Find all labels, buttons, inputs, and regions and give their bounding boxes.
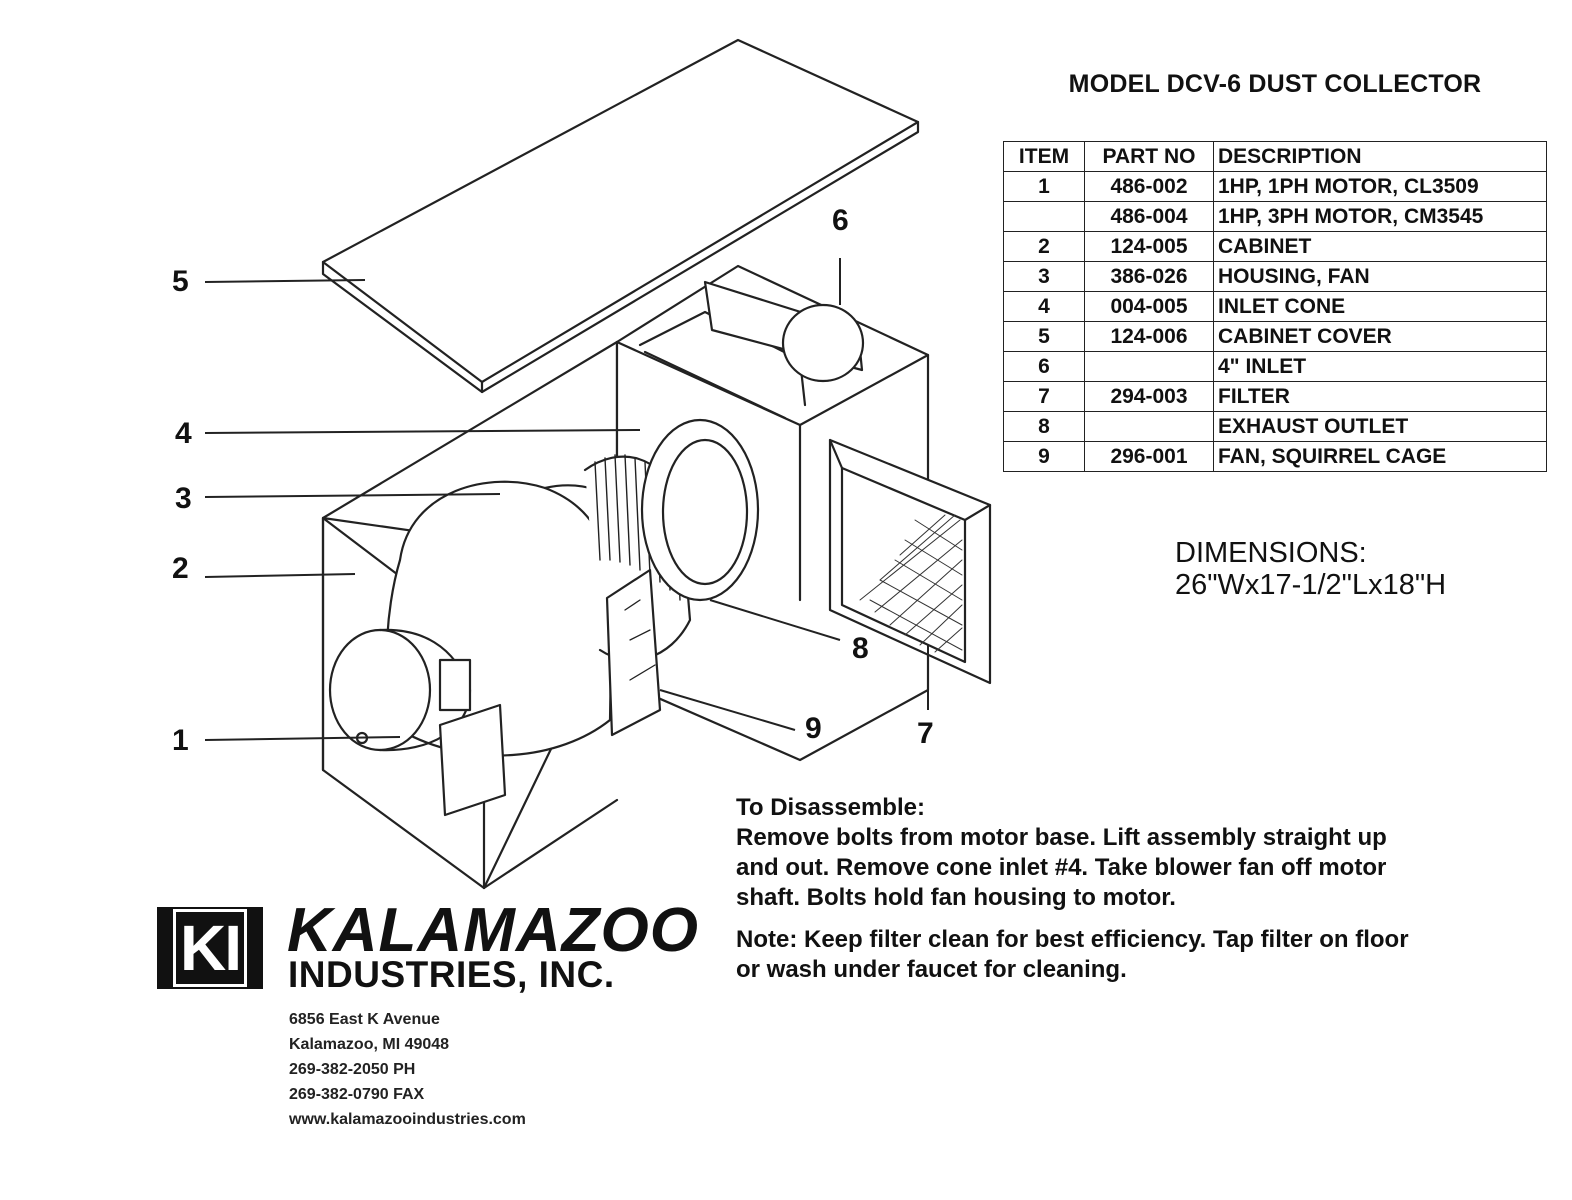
dimensions-value: 26"Wx17-1/2"Lx18"H	[1175, 569, 1447, 601]
phone-line: 269-382-2050 PH	[289, 1061, 416, 1078]
cell-description: EXHAUST OUTLET	[1213, 411, 1547, 442]
note-line: or wash under faucet for cleaning.	[736, 956, 1127, 983]
instructions-line: and out. Remove cone inlet #4. Take blow…	[736, 854, 1387, 881]
cell-description: HOUSING, FAN	[1213, 261, 1547, 292]
company-logo: KI	[157, 907, 263, 989]
callout-9: 9	[805, 712, 822, 745]
cell-description: 4" INLET	[1213, 351, 1547, 382]
company-subname: INDUSTRIES, INC.	[288, 954, 615, 995]
callout-5: 5	[172, 265, 189, 298]
instructions-line: shaft. Bolts hold fan housing to motor.	[736, 884, 1176, 911]
dimensions-block: DIMENSIONS: 26"Wx17-1/2"Lx18"H	[1175, 537, 1446, 601]
cell-description: 1HP, 1PH MOTOR, CL3509	[1213, 171, 1547, 202]
address-line: 6856 East K Avenue	[289, 1011, 440, 1028]
diagram-title: MODEL DCV-6 DUST COLLECTOR	[1068, 70, 1482, 98]
cell-item: 1	[1003, 171, 1085, 202]
parts-table-header-row: ITEM PART NO DESCRIPTION	[1003, 141, 1547, 172]
inlet-cone-part	[640, 418, 760, 602]
cell-item: 7	[1003, 381, 1085, 412]
table-row: 8 EXHAUST OUTLET	[1003, 411, 1547, 442]
cell-part-no	[1084, 351, 1214, 382]
cell-item: 8	[1003, 411, 1085, 442]
callout-1: 1	[172, 724, 189, 757]
inlet-part	[703, 280, 865, 383]
address-line: Kalamazoo, MI 49048	[289, 1036, 450, 1053]
company-address: 6856 East K Avenue Kalamazoo, MI 49048 2…	[289, 1007, 526, 1132]
cell-item	[1003, 201, 1085, 232]
cell-item: 6	[1003, 351, 1085, 382]
cell-item: 3	[1003, 261, 1085, 292]
cell-part-no	[1084, 411, 1214, 442]
cell-part-no: 296-001	[1084, 441, 1214, 472]
cell-part-no: 124-005	[1084, 231, 1214, 262]
callout-4: 4	[175, 417, 192, 450]
cell-part-no: 386-026	[1084, 261, 1214, 292]
logo-letters: KI	[173, 909, 247, 987]
cell-description: FAN, SQUIRREL CAGE	[1213, 441, 1547, 472]
callout-3: 3	[175, 482, 192, 515]
cell-part-no: 294-003	[1084, 381, 1214, 412]
cell-part-no: 124-006	[1084, 321, 1214, 352]
cell-item: 4	[1003, 291, 1085, 322]
company-name: KALAMAZOO	[287, 896, 699, 965]
exhaust-outlet-part	[605, 568, 662, 737]
callout-2: 2	[172, 552, 189, 585]
motor-part	[328, 628, 507, 817]
header-description: DESCRIPTION	[1213, 141, 1547, 172]
cell-description: CABINET	[1213, 231, 1547, 262]
cell-part-no: 486-004	[1084, 201, 1214, 232]
cell-item: 5	[1003, 321, 1085, 352]
website-line: www.kalamazooindustries.com	[289, 1111, 526, 1128]
dimensions-label: DIMENSIONS:	[1175, 537, 1367, 569]
callout-6: 6	[832, 204, 849, 237]
note-line: Note: Keep filter clean for best efficie…	[736, 926, 1409, 953]
instructions-block: To Disassemble: Remove bolts from motor …	[736, 793, 1536, 985]
cabinet-cover-part	[321, 38, 920, 394]
callout-7: 7	[917, 717, 934, 750]
cell-description: CABINET COVER	[1213, 321, 1547, 352]
instructions-line: Remove bolts from motor base. Lift assem…	[736, 824, 1387, 851]
cell-description: INLET CONE	[1213, 291, 1547, 322]
cell-part-no: 004-005	[1084, 291, 1214, 322]
fax-line: 269-382-0790 FAX	[289, 1086, 425, 1103]
header-part-no: PART NO	[1084, 141, 1214, 172]
cell-description: FILTER	[1213, 381, 1547, 412]
cell-part-no: 486-002	[1084, 171, 1214, 202]
cell-description: 1HP, 3PH MOTOR, CM3545	[1213, 201, 1547, 232]
table-row: 6 4" INLET	[1003, 351, 1547, 382]
cell-item: 9	[1003, 441, 1085, 472]
instructions-heading: To Disassemble:	[736, 794, 925, 821]
filter-part	[828, 438, 992, 685]
header-item: ITEM	[1003, 141, 1085, 172]
callout-8: 8	[852, 632, 869, 665]
cell-item: 2	[1003, 231, 1085, 262]
